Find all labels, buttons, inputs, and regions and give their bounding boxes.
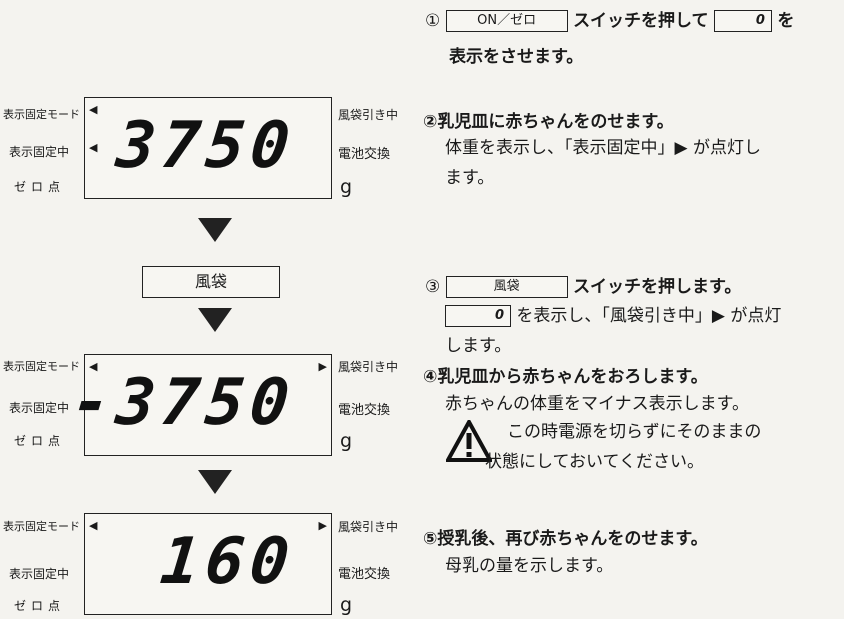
step-5-heading: ⑤授乳後、再び赤ちゃんをのせます。 [423, 529, 708, 549]
left-indicator-top: ◀ [89, 519, 98, 532]
step-1-line-1: ① ON／ゼロ スイッチを押して 0 を [425, 6, 794, 32]
lcd-panel-1: ◀ ◀ 3750 [84, 97, 332, 199]
battery-change-label: 電池交換 [338, 567, 391, 582]
step-3-line-2: 0 を表示し、「風袋引き中」▶ が点灯 [445, 302, 781, 331]
step-3-text-2: を表示し、「風袋引き中」▶ が点灯 [516, 306, 782, 326]
display-lock-mode-label: 表示固定モード [3, 520, 80, 533]
zero-point-label: ゼロ点 [14, 434, 66, 448]
step-4-heading: ④乳児皿から赤ちゃんをおろします。 [423, 367, 708, 387]
display-lock-mode-label: 表示固定モード [3, 108, 80, 121]
step-3-text: スイッチを押します。 [573, 277, 742, 297]
zero-display-box: 0 [445, 305, 511, 327]
step-5-line-1: 母乳の量を示します。 [445, 556, 614, 576]
step-2-heading: ②乳児皿に赤ちゃんをのせます。 [423, 112, 674, 132]
warning-line-2: 状態にしておいてください。 [485, 452, 704, 472]
weight-readout: 3750 [112, 109, 299, 183]
step-3-number: ③ [425, 277, 441, 297]
left-indicator-top: ◀ [89, 103, 98, 116]
display-locked-label: 表示固定中 [9, 567, 70, 581]
tare-key-label: 風袋 [142, 266, 280, 298]
step-4-line-1: 赤ちゃんの体重をマイナス表示します。 [445, 394, 749, 414]
unit-label: g [340, 430, 353, 452]
display-lock-mode-label: 表示固定モード [3, 360, 80, 373]
right-indicator-top: ▶ [318, 360, 327, 373]
left-indicator-top: ◀ [89, 360, 98, 373]
step-1-text-a: スイッチを押して [573, 11, 709, 31]
zero-point-label: ゼロ点 [14, 180, 66, 194]
step-2-line-2: ます。 [445, 168, 495, 188]
right-indicator-top: ▶ [318, 519, 327, 532]
weight-readout: 160 [157, 525, 299, 599]
battery-change-label: 電池交換 [338, 403, 391, 418]
step-1-line-2: 表示をさせます。 [449, 47, 584, 67]
zero-display-box: 0 [713, 10, 772, 32]
down-triangle-icon [198, 470, 232, 494]
step-1-number: ① [425, 11, 441, 31]
tare-active-label: 風袋引き中 [338, 520, 399, 534]
battery-change-label: 電池交換 [338, 147, 391, 162]
step-1-text-b: を [777, 11, 795, 31]
tare-active-label: 風袋引き中 [338, 108, 399, 122]
step-3-line-3: します。 [445, 336, 512, 356]
zero-point-label: ゼロ点 [14, 599, 66, 613]
on-zero-key-box: ON／ゼロ [445, 10, 568, 32]
tare-active-label: 風袋引き中 [338, 360, 399, 374]
warning-line-1: この時電源を切らずにそのままの [507, 422, 762, 442]
lcd-panel-3: ◀ ▶ 160 [84, 513, 332, 615]
unit-label: g [340, 176, 353, 198]
display-locked-label: 表示固定中 [9, 401, 70, 415]
tare-key-box: 風袋 [445, 276, 568, 298]
step-2-line-1: 体重を表示し、「表示固定中」▶ が点灯し [445, 138, 761, 158]
left-indicator-mid: ◀ [89, 141, 98, 154]
lcd-panel-2: ◀ ▶ -3750 [68, 354, 332, 456]
down-triangle-icon [198, 218, 232, 242]
unit-label: g [340, 594, 353, 616]
display-locked-label: 表示固定中 [9, 145, 70, 159]
down-triangle-icon [198, 308, 232, 332]
warning-triangle-icon [446, 420, 492, 462]
weight-readout: -3750 [68, 366, 299, 440]
step-3-line-1: ③ 風袋 スイッチを押します。 [425, 272, 741, 298]
